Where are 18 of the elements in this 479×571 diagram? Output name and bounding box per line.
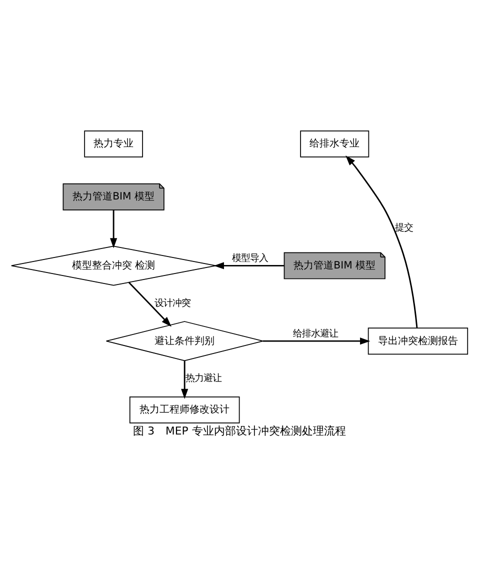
node-box: 给排水专业	[300, 130, 370, 157]
node-diamond: 避让条件判别	[106, 320, 264, 361]
edge-label: 热力避让	[185, 372, 222, 384]
node-box: 导出冲突检测报告	[368, 327, 468, 354]
node-box: 热力专业	[84, 130, 143, 157]
arrow	[181, 360, 188, 399]
node-diamond: 模型整合冲突 检测	[10, 245, 216, 286]
edge-label: 设计冲突	[154, 297, 190, 308]
caption: 图 3 MEP 专业内部设计冲突检测处理流程	[133, 424, 346, 438]
edge-label: 给排水避让	[293, 328, 338, 339]
edge-label: 提交	[395, 222, 414, 233]
arrow	[128, 281, 172, 326]
edge-label: 模型导入	[232, 252, 268, 264]
arrow	[346, 154, 418, 328]
node-box: 热力工程师修改设计	[129, 396, 240, 423]
arrow	[110, 209, 118, 248]
arrow	[214, 262, 284, 269]
arrow	[262, 337, 370, 344]
